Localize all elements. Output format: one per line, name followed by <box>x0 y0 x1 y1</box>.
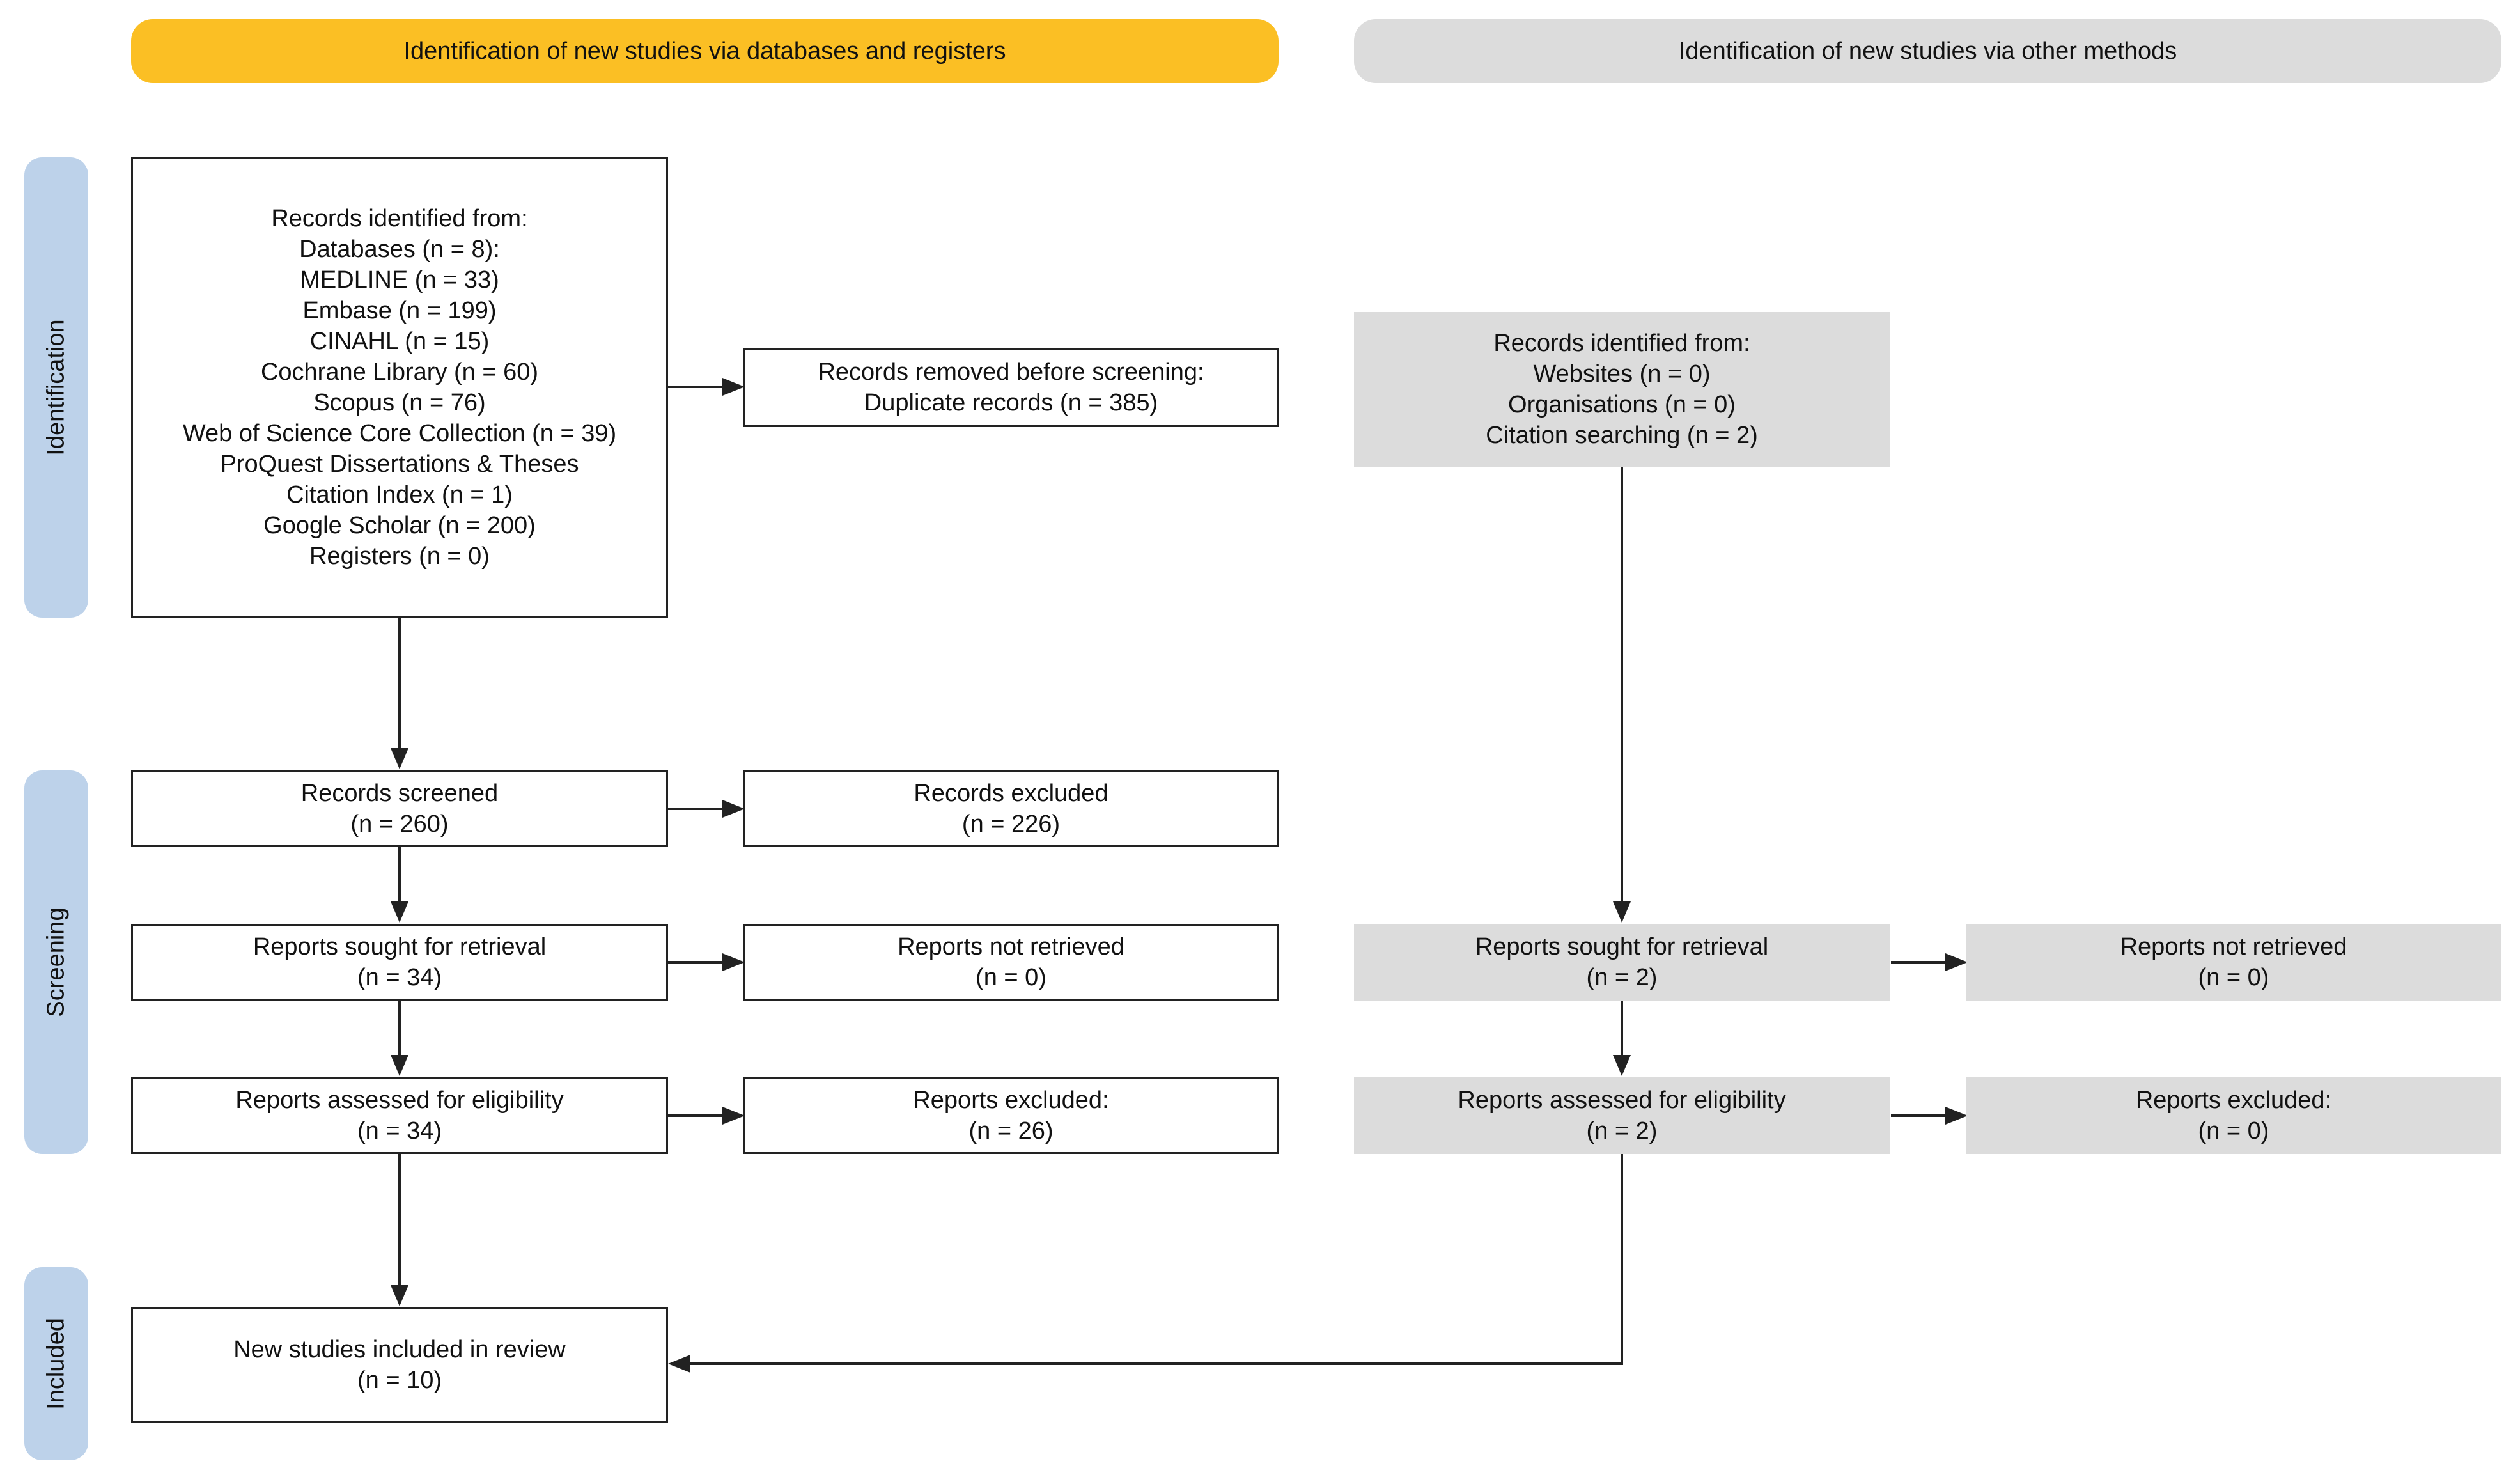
db-records-screened-box: Records screened (n = 260) <box>131 770 668 847</box>
db-records-excluded-box: Records excluded (n = 226) <box>743 770 1279 847</box>
phase-screening: Screening <box>24 770 88 1154</box>
db-identified-line: Databases (n = 8): <box>299 236 500 263</box>
db-screened-count: (n = 260) <box>350 811 449 838</box>
db-removed-title: Records removed before screening: <box>818 359 1204 386</box>
db-sought-title: Reports sought for retrieval <box>253 933 547 960</box>
db-sought-count: (n = 34) <box>357 964 442 991</box>
db-assessed-title: Reports assessed for eligibility <box>235 1087 564 1114</box>
db-identified-line: Registers (n = 0) <box>309 543 490 570</box>
db-reports-sought-box: Reports sought for retrieval (n = 34) <box>131 924 668 1001</box>
db-removed-count: Duplicate records (n = 385) <box>864 389 1158 416</box>
other-identified-line: Records identified from: <box>1493 330 1750 357</box>
other-assessed-title: Reports assessed for eligibility <box>1458 1087 1786 1114</box>
db-reports-excluded-title: Reports excluded: <box>913 1087 1109 1114</box>
other-not-retrieved-title: Reports not retrieved <box>2120 933 2347 960</box>
db-reports-excluded-box: Reports excluded: (n = 26) <box>743 1077 1279 1154</box>
other-identified-line: Websites (n = 0) <box>1533 361 1711 387</box>
db-identified-line: Embase (n = 199) <box>302 297 497 324</box>
other-not-retrieved-count: (n = 0) <box>2198 964 2269 991</box>
db-identified-line: Cochrane Library (n = 60) <box>260 359 539 386</box>
db-excluded-title: Records excluded <box>914 780 1108 807</box>
phase-identification-label: Identification <box>42 319 70 456</box>
db-screened-title: Records screened <box>300 780 499 807</box>
phase-screening-label: Screening <box>42 907 70 1017</box>
other-reports-excluded-title: Reports excluded: <box>2135 1087 2332 1114</box>
header-databases-label: Identification of new studies via databa… <box>403 37 1006 65</box>
header-databases-registers: Identification of new studies via databa… <box>131 19 1279 83</box>
db-not-retrieved-count: (n = 0) <box>976 964 1046 991</box>
other-reports-assessed-box: Reports assessed for eligibility (n = 2) <box>1354 1077 1890 1154</box>
other-sought-count: (n = 2) <box>1586 964 1658 991</box>
db-records-identified-box: Records identified from: Databases (n = … <box>131 157 668 618</box>
db-records-removed-box: Records removed before screening: Duplic… <box>743 348 1279 427</box>
db-identified-line: Citation Index (n = 1) <box>286 481 513 508</box>
db-included-title: New studies included in review <box>233 1336 566 1363</box>
phase-identification: Identification <box>24 157 88 618</box>
db-reports-excluded-count: (n = 26) <box>968 1118 1054 1144</box>
header-other-label: Identification of new studies via other … <box>1678 37 2177 65</box>
other-reports-sought-box: Reports sought for retrieval (n = 2) <box>1354 924 1890 1001</box>
other-identified-line: Organisations (n = 0) <box>1508 391 1736 418</box>
arrow-other-assessed-to-included <box>687 1154 1623 1365</box>
db-identified-line: MEDLINE (n = 33) <box>300 267 499 293</box>
db-reports-not-retrieved-box: Reports not retrieved (n = 0) <box>743 924 1279 1001</box>
other-assessed-count: (n = 2) <box>1586 1118 1658 1144</box>
db-not-retrieved-title: Reports not retrieved <box>898 933 1124 960</box>
phase-included: Included <box>24 1267 88 1460</box>
db-identified-line: Google Scholar (n = 200) <box>263 512 536 539</box>
db-excluded-count: (n = 226) <box>961 811 1061 838</box>
db-identified-line: ProQuest Dissertations & Theses <box>220 451 579 478</box>
other-reports-not-retrieved-box: Reports not retrieved (n = 0) <box>1966 924 2501 1001</box>
other-reports-excluded-box: Reports excluded: (n = 0) <box>1966 1077 2501 1154</box>
other-reports-excluded-count: (n = 0) <box>2198 1118 2269 1144</box>
db-included-count: (n = 10) <box>357 1367 442 1394</box>
db-identified-line: CINAHL (n = 15) <box>309 328 490 355</box>
db-identified-line: Scopus (n = 76) <box>313 389 486 416</box>
db-identified-line: Web of Science Core Collection (n = 39) <box>182 420 617 447</box>
header-other-methods: Identification of new studies via other … <box>1354 19 2501 83</box>
db-new-studies-included-box: New studies included in review (n = 10) <box>131 1307 668 1423</box>
phase-included-label: Included <box>42 1318 70 1410</box>
other-identified-line: Citation searching (n = 2) <box>1486 422 1758 449</box>
other-sought-title: Reports sought for retrieval <box>1475 933 1769 960</box>
other-records-identified-box: Records identified from: Websites (n = 0… <box>1354 312 1890 467</box>
db-reports-assessed-box: Reports assessed for eligibility (n = 34… <box>131 1077 668 1154</box>
db-identified-line: Records identified from: <box>271 205 528 232</box>
db-assessed-count: (n = 34) <box>357 1118 442 1144</box>
